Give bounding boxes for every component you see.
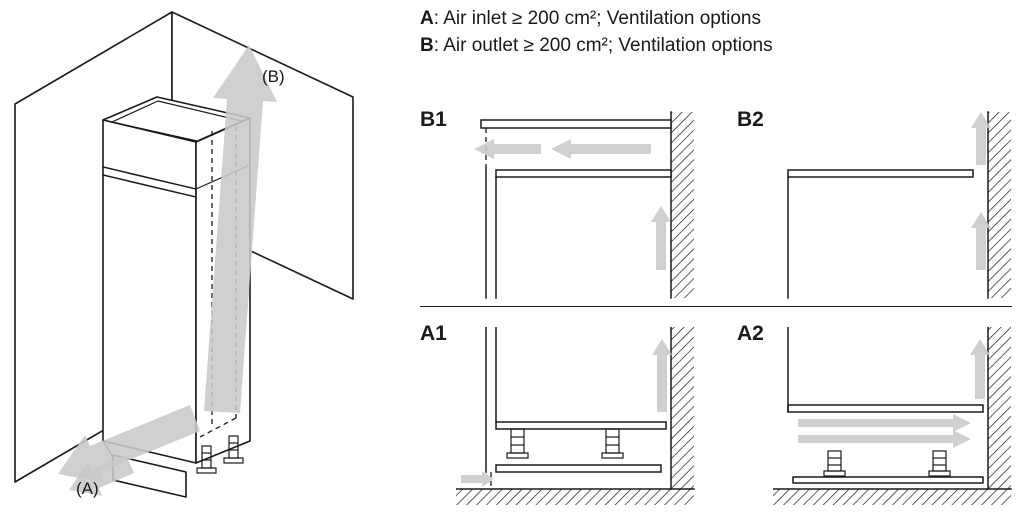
appliance-base-panel [495,421,667,430]
niche-top-panel [495,169,672,178]
rear-channel-dashed-3 [199,417,237,438]
adjustable-foot-left [506,428,529,459]
airflow-arrow-up-rear [652,339,672,412]
ventilation-option-a2: A2 [737,322,1024,507]
adjustable-foot-right [601,428,624,459]
appliance-base-panel [787,404,984,413]
floor-hatching [456,489,694,505]
airflow-arrow-forward [551,139,651,159]
legend-line-a: A: Air inlet ≥ 200 cm²; Ventilation opti… [420,5,1020,32]
airflow-arrow-up-rear [651,206,671,270]
airflow-arrow-up-rear [970,339,990,399]
wall-hatching [671,327,694,489]
floor-hatching [773,489,1011,505]
niche-top-panel [787,169,974,178]
adjustable-foot-rear [223,435,244,464]
panel-b1-drawing [474,111,694,299]
airflow-arrow-up-through-gap [971,112,991,165]
legend-key-b: B [420,35,434,56]
panel-a2-drawing [773,327,1012,505]
foot-plate [823,470,846,477]
ventilation-option-b2: B2 [737,108,1024,303]
legend: A: Air inlet ≥ 200 cm²; Ventilation opti… [420,5,1020,59]
foot-plate [928,470,951,477]
panel-b2-drawing [787,111,1011,299]
panel-a1-drawing [456,327,695,505]
foot-body [827,450,842,472]
foot-plate [223,457,244,464]
ventilation-option-b1: B1 [420,108,712,303]
worktop-panel [480,119,672,129]
airflow-arrow-inlet [58,405,200,483]
section-divider [420,306,1012,307]
niche-isometric-diagram: (B) (A) [14,11,354,498]
airflow-arrow-inlet-2 [69,455,134,496]
panel-label-b1: B1 [420,108,447,131]
airflow-arrow-under-1 [798,414,971,432]
panel-label-a1: A1 [420,322,447,345]
inlet-label-a: (A) [76,479,99,498]
legend-text-b: : Air outlet ≥ 200 cm²; Ventilation opti… [433,35,773,56]
foot-plate [196,467,217,474]
wall-hatching [988,327,1011,489]
airflow-arrow-up-rear [971,212,991,270]
panel-label-b2: B2 [737,108,764,131]
niche-top-shelf-front [102,166,197,190]
airflow-arrow-under-2 [798,430,971,448]
adjustable-foot-front [196,445,217,474]
airflow-arrow-in-front [461,471,494,487]
adjustable-foot-left [823,450,846,477]
ventilation-option-a1: A1 [420,322,712,507]
airflow-arrow-out-front [474,139,541,159]
panel-label-a2: A2 [737,322,764,345]
foot-body [510,428,525,454]
legend-text-a: : Air inlet ≥ 200 cm²; Ventilation optio… [433,8,762,29]
legend-key-a: A [420,8,434,29]
wall-hatching [671,112,694,298]
adjustable-foot-right [928,450,951,477]
wall-hatching [988,112,1011,298]
foot-body [605,428,620,454]
airflow-arrow-outlet-up [204,45,277,413]
plinth-rail [495,464,662,473]
legend-line-b: B: Air outlet ≥ 200 cm²; Ventilation opt… [420,32,1020,59]
outlet-label-b: (B) [262,67,285,86]
foot-plate [506,452,529,459]
foot-plate [601,452,624,459]
plinth-rail [792,476,984,484]
niche-top-shelf-front-2 [102,174,197,198]
foot-body [932,450,947,472]
